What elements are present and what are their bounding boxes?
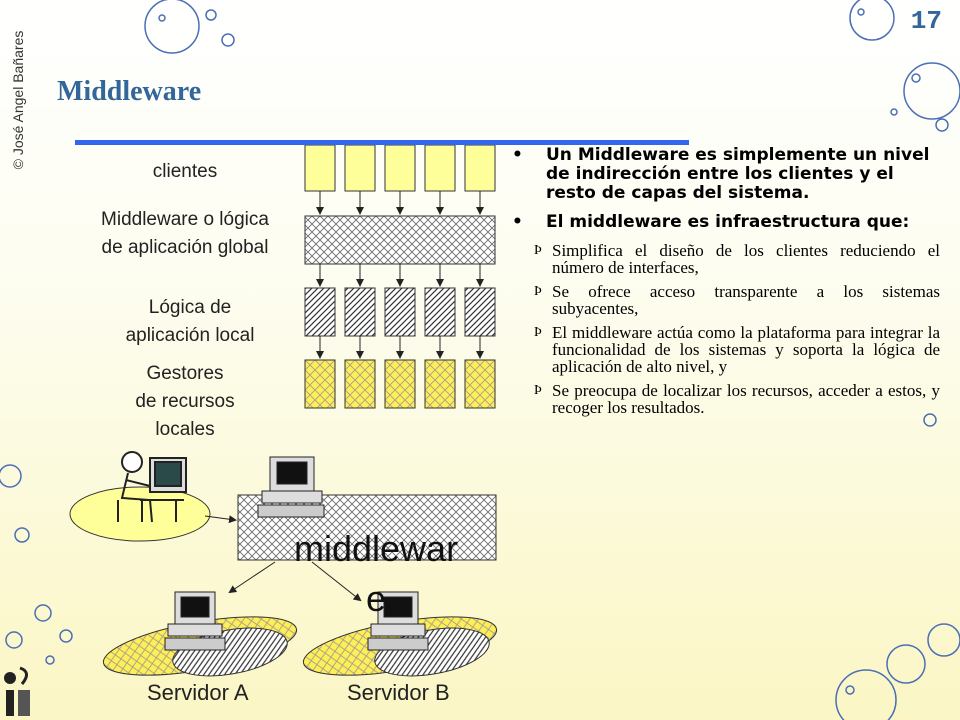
server-a-label: Servidor A	[147, 680, 249, 705]
copyright-text: © José Angel Bañares	[10, 30, 26, 170]
middleware-computer-icon	[257, 456, 325, 518]
middleware-label-line2: e	[366, 578, 387, 619]
client-boxes	[304, 144, 496, 192]
arrows-middleware	[316, 264, 484, 287]
server-b-label: Servidor B	[347, 680, 450, 705]
middleware-label-line1: middlewar	[294, 528, 459, 569]
label-local-2: aplicación local	[125, 325, 255, 346]
title-rule	[75, 140, 689, 145]
local-logic-boxes	[304, 287, 496, 337]
user-platform	[69, 486, 211, 542]
middleware-layer	[304, 215, 496, 265]
label-gestores-1: Gestores	[146, 363, 224, 384]
label-clients: clientes	[152, 161, 218, 182]
label-local-1: Lógica de	[148, 297, 232, 318]
server-b-graphic	[302, 591, 498, 677]
slide-title: Middleware	[57, 76, 202, 107]
label-middleware-2: de aplicación global	[101, 237, 269, 258]
bullet-2: •El middleware es infraestructura que:	[512, 212, 910, 232]
label-gestores-2: de recursos	[135, 391, 235, 412]
user-at-computer-icon	[117, 451, 187, 523]
bullet-1: •Un Middleware es simplemente un nivel d…	[512, 145, 930, 203]
server-a-graphic	[102, 591, 298, 677]
label-middleware-1: Middleware o lógica	[101, 209, 269, 230]
arrows-clients	[316, 191, 484, 215]
page-number: 17	[910, 6, 942, 36]
arrows-local	[316, 336, 484, 359]
institution-logo	[4, 666, 30, 716]
middleware-label: middlewar e	[294, 524, 494, 624]
bullet-list: •Un Middleware es simplemente un nivel d…	[510, 146, 940, 423]
resource-manager-boxes	[304, 359, 496, 409]
label-gestores-3: locales	[155, 419, 215, 440]
